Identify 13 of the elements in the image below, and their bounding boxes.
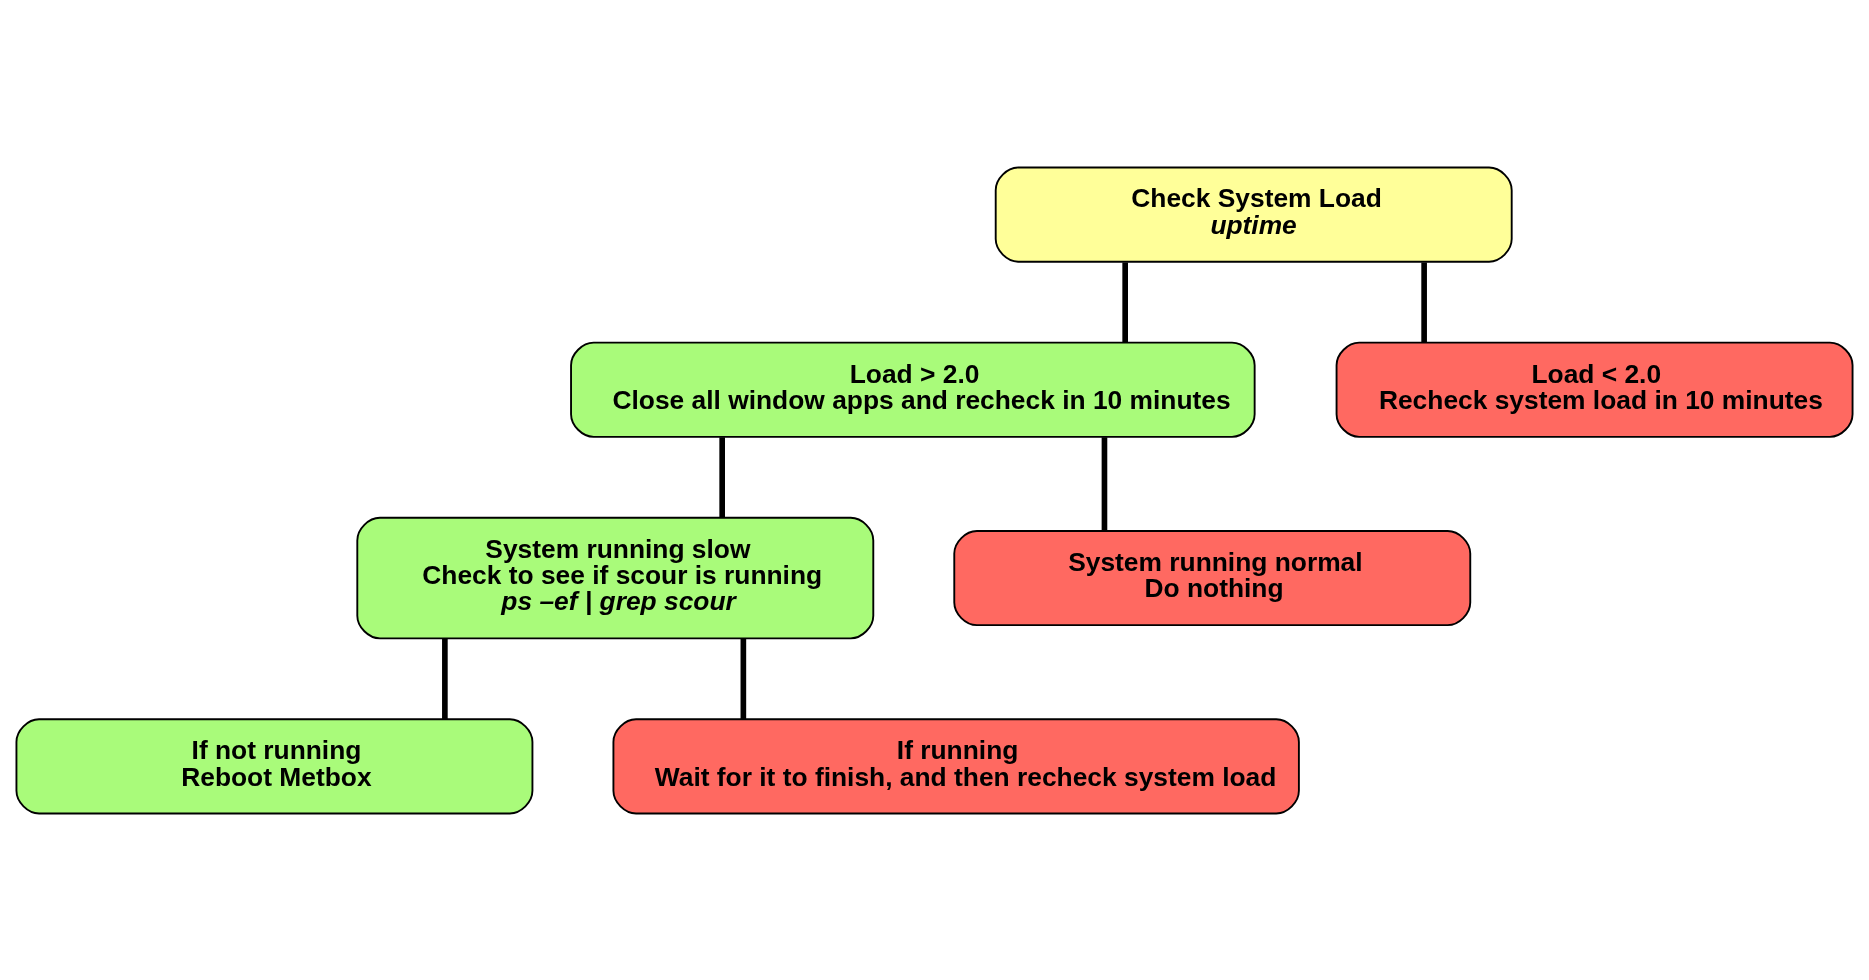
node-box: System running normal Do nothing — [953, 529, 1472, 626]
connector — [1122, 261, 1128, 343]
connector — [1421, 261, 1427, 343]
connector — [442, 638, 448, 719]
connector — [719, 436, 725, 518]
node-box: If not running Reboot Metbox — [15, 717, 534, 814]
node-box: Load < 2.0 Recheck system load in 10 minutes — [1335, 341, 1854, 438]
connector — [1101, 436, 1108, 531]
connector — [740, 638, 747, 719]
node-box: Check System Load uptime — [994, 166, 1513, 263]
node-box: System running slow Check to see if scour is running ps –ef | grep scour — [356, 516, 875, 639]
node-box: If running Wait for it to finish, and then recheck system load — [612, 717, 1300, 814]
node-box: Load > 2.0 Close all window apps and recheck in 10 minutes — [570, 341, 1256, 438]
